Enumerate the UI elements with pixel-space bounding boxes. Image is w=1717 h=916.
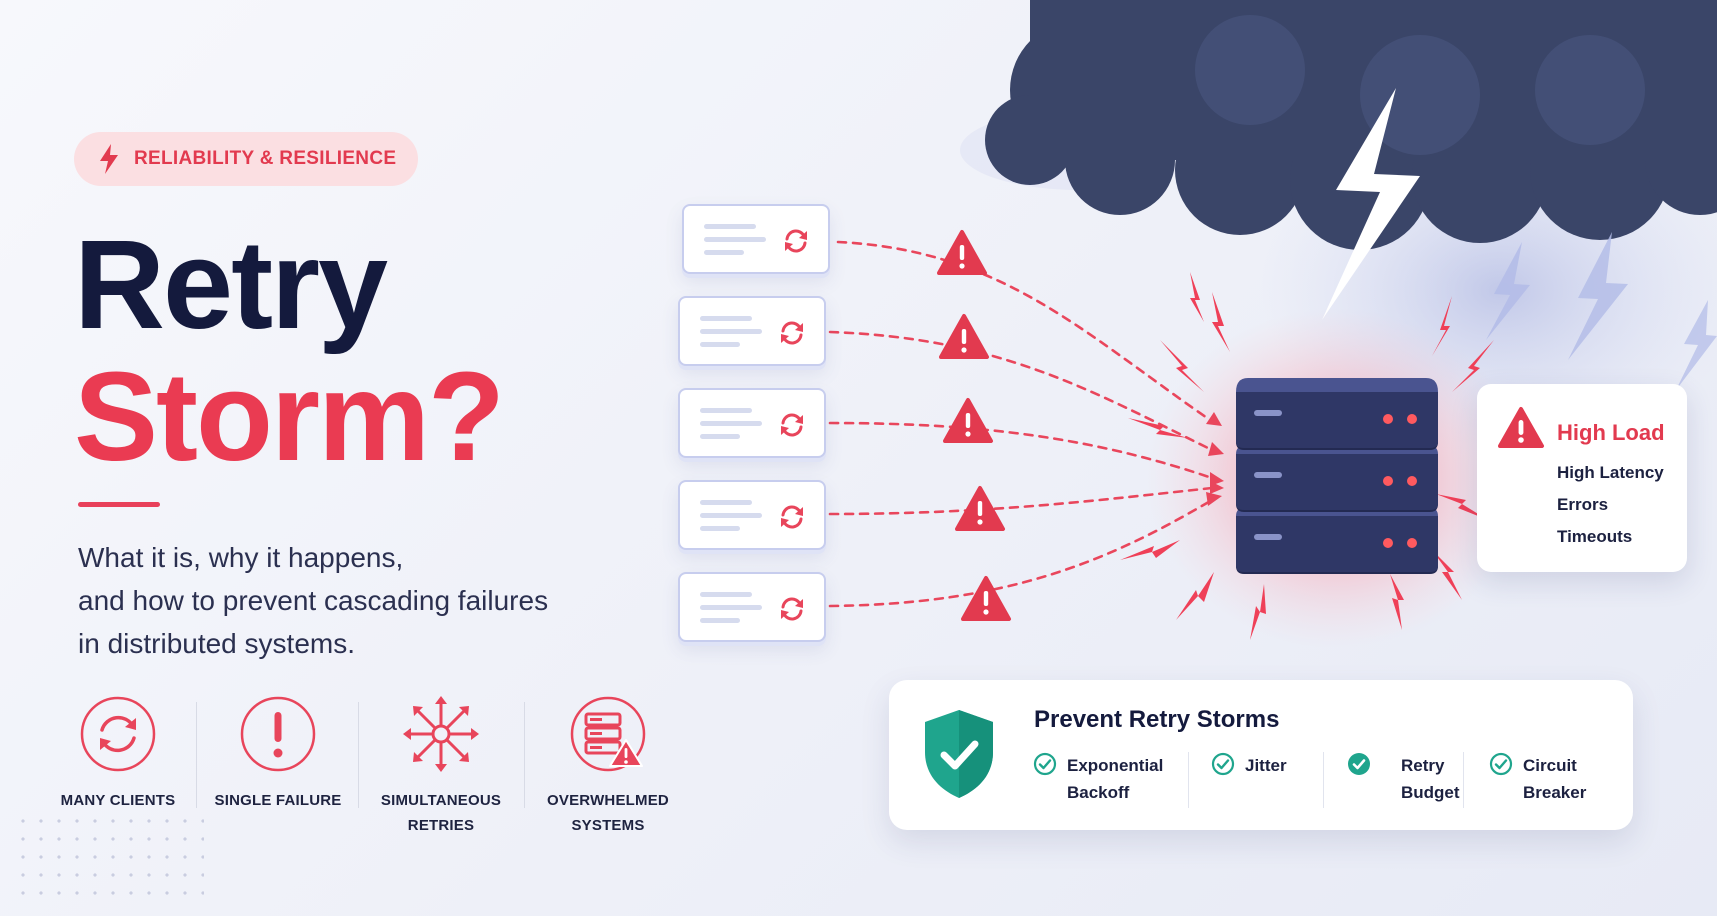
prevention-item-circuit-breaker: Circuit Breaker [1489,752,1586,806]
exclamation-circle-icon [240,696,316,772]
page-subtitle: What it is, why it happens, and how to p… [78,536,638,665]
cause-label-line: SIMULTANEOUS [380,792,502,809]
status-item: High Latency [1557,463,1664,482]
subtitle-line-1: What it is, why it happens, [78,542,404,573]
subtitle-line-3: in distributed systems. [78,628,355,659]
warning-triangle-icon [955,486,1005,531]
cause-label-line: SYSTEMS [571,817,645,834]
prevention-item-retry-budget: Retry Budget [1347,752,1460,806]
cause-label: MANY CLIENTS [38,788,198,813]
warning-triangles [937,230,1011,621]
category-badge: RELIABILITY & RESILIENCE [74,132,418,186]
shield-check-icon [925,710,993,798]
refresh-icon [781,505,803,529]
refresh-icon [781,597,803,621]
cause-separator [196,702,197,808]
cause-many-clients: MANY CLIENTS [38,694,198,813]
cause-simultaneous-retries: SIMULTANEOUS RETRIES [361,694,521,838]
client-card-5 [678,572,826,642]
server-unit-3 [1236,508,1438,574]
storm-cloud-lightning-icon [985,0,1717,390]
cause-label: SIMULTANEOUS RETRIES [361,788,521,838]
server-warning-icon [570,696,646,772]
client-card-1 [682,204,830,274]
prevention-label-line: Backoff [1067,783,1130,802]
warning-triangle-icon [939,314,989,359]
retry-arrow-5 [828,498,1214,608]
prevention-separator [1188,752,1189,808]
check-circle-icon [1489,752,1513,776]
retry-arrow-4 [828,486,1214,516]
status-item: Timeouts [1557,527,1633,546]
cause-separator [358,702,359,808]
prevention-card: Prevent Retry Storms Exponential Backoff… [889,680,1633,830]
overload-sparks [1120,272,1494,640]
decorative-dot-grid [14,812,204,906]
check-circle-icon [1211,752,1235,776]
warning-triangle-icon [961,576,1011,621]
category-badge-label: RELIABILITY & RESILIENCE [134,148,397,169]
cause-label-line: MANY CLIENTS [60,792,176,809]
prevention-item-exponential-backoff: Exponential Backoff [1033,752,1163,806]
subtitle-line-2: and how to prevent cascading failures [78,585,549,616]
cause-single-failure: SINGLE FAILURE [198,694,358,813]
prevention-label-line: Exponential [1067,756,1164,775]
client-card-4 [678,480,826,550]
cause-label-line: RETRIES [407,817,475,834]
retry-arrow-2 [828,330,1214,452]
prevention-label-line: Jitter [1245,756,1287,775]
prevention-label-line: Budget [1401,783,1460,802]
server-unit-1 [1236,378,1438,450]
cause-label: SINGLE FAILURE [198,788,358,813]
check-circle-filled-icon [1348,753,1370,775]
server-stack-icon [1236,378,1438,574]
title-underline [78,502,160,507]
warning-triangle-icon [1498,407,1544,448]
client-card-3 [678,388,826,458]
radiating-arrows-icon [403,696,479,772]
cause-label: OVERWHELMED SYSTEMS [528,788,688,838]
page-title-line-1: Retry [74,214,388,355]
prevention-item-jitter: Jitter [1211,752,1287,779]
prevention-separator [1323,752,1324,808]
cause-label-line: OVERWHELMED [547,792,669,809]
refresh-icon [781,321,803,345]
refresh-cycle-icon [80,696,156,772]
prevention-separator [1463,752,1464,808]
warning-triangle-icon [937,230,987,275]
cause-separator [524,702,525,808]
cause-label-line: SINGLE FAILURE [214,792,342,809]
status-item: Errors [1557,495,1609,514]
client-card-2 [678,296,826,366]
refresh-icon [785,229,807,253]
refresh-icon [781,413,803,437]
prevention-label-line: Breaker [1523,783,1587,802]
retry-arrows [828,240,1214,608]
prevention-label-line: Circuit [1523,756,1577,775]
server-status-card: High Load High Latency Errors Timeouts [1477,384,1687,572]
warning-triangle-icon [943,398,993,443]
prevention-title: Prevent Retry Storms [1034,706,1280,733]
lightning-bolt-icon [100,144,118,174]
page-title-line-2: Storm? [74,346,505,487]
prevention-label-line: Retry [1401,756,1445,775]
retry-arrow-3 [828,421,1214,480]
retry-arrow-1 [836,240,1212,422]
status-headline: High Load [1557,420,1665,445]
check-circle-icon [1033,752,1057,776]
cause-overwhelmed-systems: OVERWHELMED SYSTEMS [528,694,688,838]
retry-arrowheads [1206,412,1224,506]
server-unit-2 [1236,446,1438,512]
